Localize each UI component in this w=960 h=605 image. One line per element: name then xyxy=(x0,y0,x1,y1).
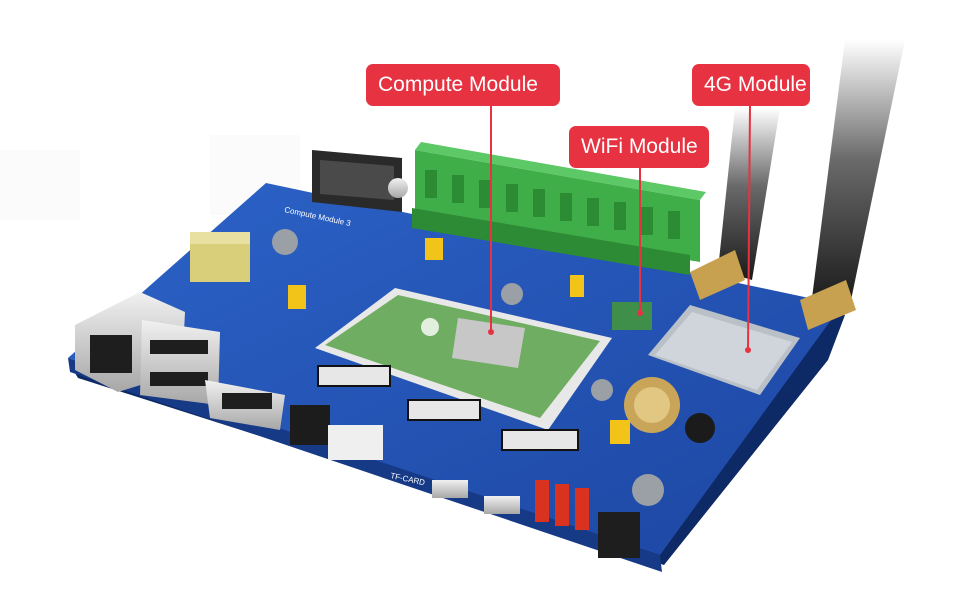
4g-module-board xyxy=(648,305,800,395)
audio-jack xyxy=(290,405,330,445)
callout-4g-module: 4G Module xyxy=(692,64,810,106)
background-ghost-graphics xyxy=(0,135,300,220)
hdmi-port xyxy=(205,380,285,430)
jumpers xyxy=(288,238,630,444)
micro-usb-ports xyxy=(432,480,520,514)
status-leds xyxy=(535,480,589,530)
green-terminal-blocks xyxy=(412,142,706,275)
white-connector xyxy=(328,425,383,460)
antenna-right xyxy=(800,40,905,330)
callout-wifi-module: WiFi Module xyxy=(569,126,709,168)
callout-compute-module: Compute Module xyxy=(366,64,560,106)
capacitors xyxy=(272,229,715,506)
usb-ports xyxy=(140,320,220,405)
transformer xyxy=(190,232,250,282)
fpc-connectors xyxy=(317,365,579,451)
callout-leader-lines xyxy=(490,105,751,351)
callout-leader-dots xyxy=(488,310,751,353)
terminal-slots xyxy=(425,170,680,239)
dc-power-jack xyxy=(598,512,640,558)
compute-module-assembly xyxy=(315,288,612,430)
serial-db9-connector xyxy=(312,150,408,212)
coin-cell-top xyxy=(634,387,670,423)
wifi-module-board xyxy=(612,302,652,330)
